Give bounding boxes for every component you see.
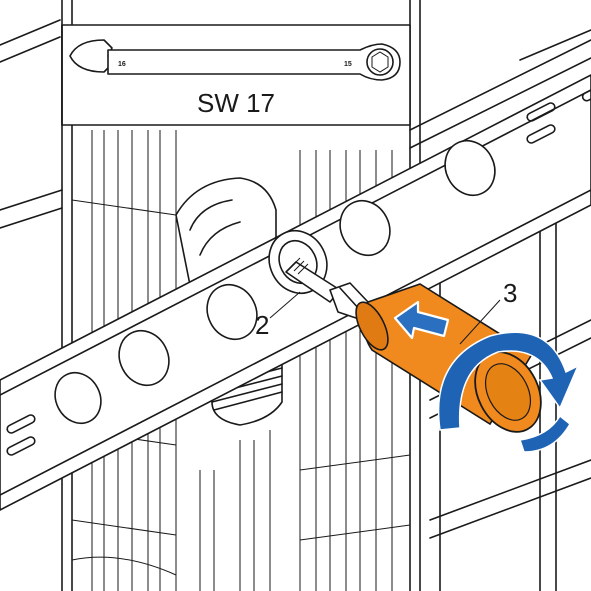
rotate-arrow-icon xyxy=(437,331,580,453)
wrench-size-left: 16 xyxy=(118,61,126,68)
callouts: 2 3 xyxy=(255,278,517,345)
callout-2: 2 xyxy=(255,310,269,340)
wrench-size-right: 15 xyxy=(344,61,352,68)
open-end-wrench-icon: 16 15 xyxy=(69,39,401,81)
push-arrow-icon xyxy=(393,300,450,340)
tool-panel: 16 15 SW 17 xyxy=(61,24,411,126)
callout-3: 3 xyxy=(503,278,517,308)
size-label: SW 17 xyxy=(197,88,275,118)
sleeve-tool xyxy=(355,283,580,453)
